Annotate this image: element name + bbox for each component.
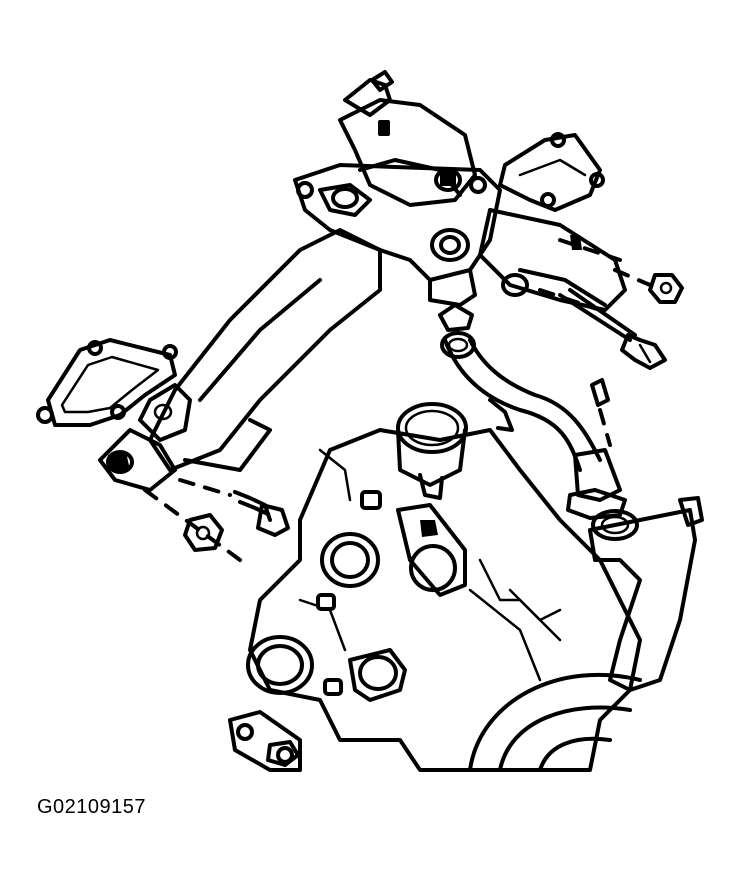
lower-flange: [228, 710, 302, 772]
crankshaft-pulley: [468, 672, 642, 772]
right-upper-bracket: [498, 132, 605, 212]
left-outlet-elbow: [98, 428, 177, 492]
thermostat-housing: [396, 402, 468, 500]
bypass-pipe: [438, 303, 622, 502]
bolt-left: [178, 478, 290, 537]
center-outlet: [316, 490, 467, 696]
water-pump-outlet: [246, 635, 407, 702]
temperature-sensor-housing: [338, 70, 477, 207]
assembly-guide-lines: [538, 238, 622, 312]
upper-manifold-housing: [293, 163, 502, 307]
nut-left: [143, 488, 242, 562]
bolt-right-upper: [613, 268, 684, 304]
engine-front-cover: [248, 428, 642, 772]
right-lower-outlet: [566, 378, 704, 692]
left-gasket: [36, 338, 178, 427]
figure-id-label: G02109157: [37, 796, 147, 818]
coolant-crossover-arm: [138, 228, 382, 472]
